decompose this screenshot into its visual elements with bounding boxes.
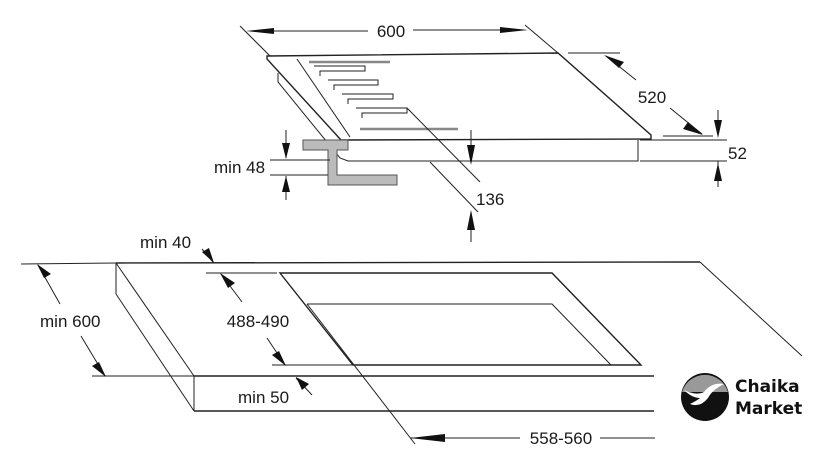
dim-558-560: 558-560 (410, 429, 655, 448)
cutout-outer (278, 272, 643, 366)
burner-grates (309, 60, 458, 131)
logo-text-line1: Chaika (735, 377, 800, 397)
dim-label-600: 600 (377, 22, 405, 41)
dim-520: 520 (568, 52, 713, 137)
dim-label-488-490: 488-490 (227, 312, 289, 331)
logo-text-line2: Market (735, 399, 802, 419)
mounting-bracket (302, 139, 398, 186)
dim-label-min-50: min 50 (238, 388, 289, 407)
dim-label-520: 520 (638, 88, 666, 107)
dim-min-600: min 600 (20, 262, 194, 377)
dim-min-40: min 40 (140, 233, 214, 263)
dim-label-min-48: min 48 (214, 158, 265, 177)
dim-600: 600 (239, 22, 559, 57)
dim-label-52: 52 (728, 144, 747, 163)
chaika-market-logo: Chaika Market (681, 373, 802, 421)
hob-drawing (266, 52, 652, 186)
cutout-inner (307, 303, 612, 366)
countertop-drawing (115, 261, 803, 445)
dim-min-50: min 50 (238, 377, 313, 407)
dim-min-48: min 48 (214, 130, 330, 200)
dim-136: 136 (406, 107, 504, 242)
dim-label-136: 136 (476, 190, 504, 209)
dim-488-490: 488-490 (206, 272, 353, 366)
dim-label-558-560: 558-560 (530, 429, 592, 448)
dim-52: 52 (640, 110, 747, 187)
hob-panel-edge (296, 58, 351, 138)
dim-label-min-600: min 600 (40, 312, 100, 331)
dim-label-min-40: min 40 (140, 233, 191, 252)
hob-body (277, 73, 639, 162)
seagull-icon (684, 383, 724, 406)
